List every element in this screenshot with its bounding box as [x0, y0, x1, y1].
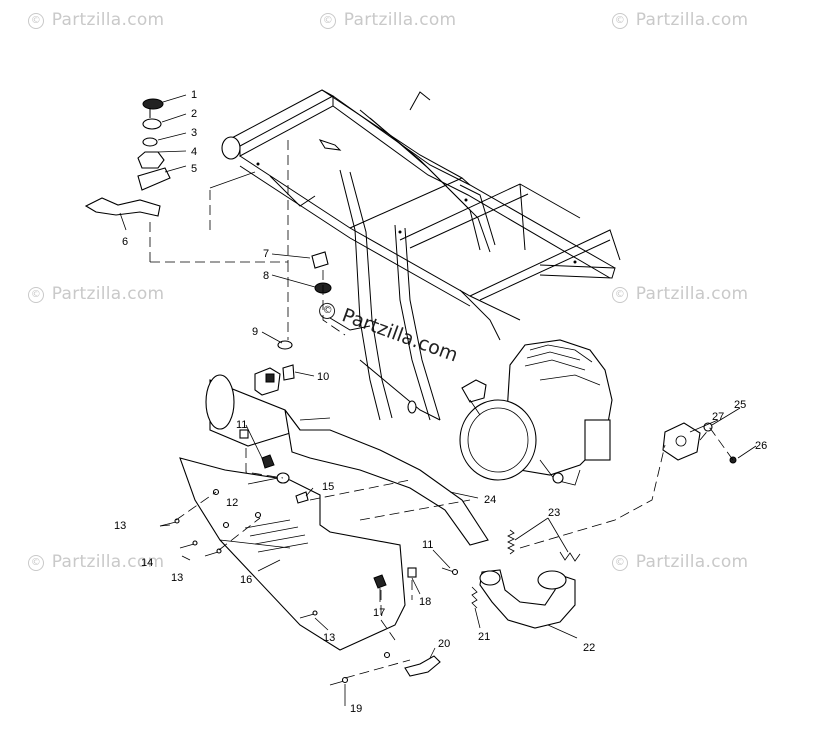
watermark: © Partzilla.com	[612, 10, 748, 30]
callout-9: 9	[252, 326, 258, 338]
callout-3: 3	[191, 127, 197, 139]
callout-13-a: 13	[114, 520, 126, 532]
leader-lines	[119, 94, 757, 706]
muffler	[205, 367, 489, 546]
callout-11-upper: 11	[236, 419, 247, 431]
callout-20: 20	[438, 638, 450, 650]
watermark: © Partzilla.com	[28, 552, 164, 572]
callout-23: 23	[548, 507, 560, 519]
callout-6: 6	[122, 236, 128, 248]
callout-24: 24	[484, 494, 496, 506]
callout-13-c: 13	[323, 632, 335, 644]
callout-16: 16	[240, 574, 252, 586]
mount-stack	[84, 98, 171, 217]
callout-22: 22	[583, 642, 595, 654]
callout-13-b: 13	[171, 572, 183, 584]
watermark: © Partzilla.com	[612, 552, 748, 572]
callout-15: 15	[322, 481, 334, 493]
engine	[459, 339, 613, 486]
callout-26: 26	[755, 440, 767, 452]
callout-labels: 1 2 3 4 5 6 7 8 9 10 11 11 12 13 13 13 1…	[114, 89, 767, 715]
callout-27: 27	[712, 411, 724, 423]
callout-10: 10	[317, 371, 329, 383]
callout-21: 21	[478, 631, 490, 643]
watermark: © Partzilla.com	[320, 10, 456, 30]
callout-4: 4	[191, 146, 197, 158]
callout-14: 14	[141, 557, 153, 569]
callout-5: 5	[191, 163, 197, 175]
callout-1: 1	[191, 89, 197, 101]
callout-8: 8	[263, 270, 269, 282]
frame	[221, 89, 621, 421]
callout-7: 7	[263, 248, 269, 260]
callout-18: 18	[419, 596, 431, 608]
guide-lines	[149, 140, 734, 679]
callout-2: 2	[191, 108, 197, 120]
callout-11-lower: 11	[422, 539, 433, 551]
exhaust-pipe	[471, 422, 737, 629]
watermark: © Partzilla.com	[612, 284, 748, 304]
callout-25: 25	[734, 399, 746, 411]
heat-shield	[179, 457, 406, 659]
watermark: © Partzilla.com	[28, 10, 164, 30]
callout-19: 19	[350, 703, 362, 715]
callout-12: 12	[226, 497, 238, 509]
watermark: © Partzilla.com	[28, 284, 164, 304]
callout-17: 17	[373, 607, 385, 619]
